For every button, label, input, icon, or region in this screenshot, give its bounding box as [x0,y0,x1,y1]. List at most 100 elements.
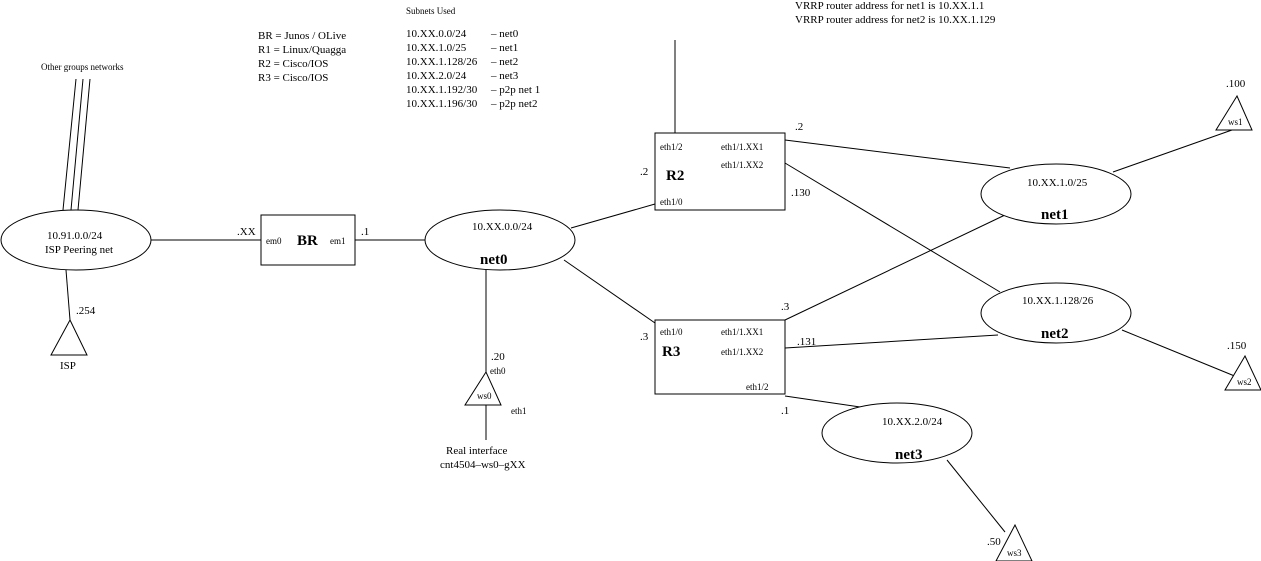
subnet-name: – p2p net 1 [490,84,540,96]
br-name: BR [297,233,318,249]
subnets-title: Subnets Used [406,6,456,16]
net1-ellipse [980,163,1132,225]
subnet-prefix: 10.XX.2.0/24 [406,70,467,82]
isp-triangle [50,318,88,356]
isp-addr: .254 [76,305,96,317]
isp-net-ellipse [0,209,152,271]
router-br: em0 BR em1 .XX .1 [237,214,369,266]
r3-if-sub1: eth1/1.XX1 [721,327,763,337]
r3-addr-net0: .3 [640,331,649,343]
r3-addr-net1: .3 [781,301,790,313]
r3-addr-net2: .131 [797,336,816,348]
router-r3: eth1/0 eth1/1.XX1 eth1/1.XX2 R3 eth1/2 .… [640,301,816,417]
router-r2: eth1/2 eth1/1.XX1 eth1/1.XX2 R2 eth1/0 .… [640,121,811,211]
isp-net-name: ISP Peering net [45,244,113,256]
subnet-prefix: 10.XX.1.0/25 [406,42,467,54]
r2-addr-net1: .2 [795,121,803,133]
ws2-node: ws2 .150 [1224,340,1261,391]
link-r3-net3 [784,395,868,409]
r3-if-top: eth1/0 [660,327,683,337]
net2-ellipse [980,282,1132,344]
subnets-table: Subnets Used 10.XX.0.0/24 – net0 10.XX.1… [406,6,540,110]
subnet-name: – net0 [490,28,519,40]
link-other-3 [77,78,91,211]
net0-name: net0 [480,252,508,268]
ws1-name: ws1 [1228,117,1243,127]
ws0-node: ws0 .20 eth0 eth1 Real interface cnt4504… [440,351,527,471]
link-net2-ws2 [1121,329,1238,378]
isp-node: .254 ISP [50,305,96,372]
link-r2-net1 [784,139,1011,169]
ws0-real-if-name: cnt4504–ws0–gXX [440,459,526,471]
other-networks-label: Other groups networks [41,62,124,72]
br-addr-right: .1 [361,226,369,238]
net2: 10.XX.1.128/26 net2 [980,282,1132,344]
r2-if-sub1: eth1/1.XX1 [721,142,763,152]
ws0-real-if-label: Real interface [446,445,507,457]
link-other-1 [62,78,77,211]
link-net0-r3 [563,259,656,324]
ws2-addr: .150 [1227,340,1247,352]
ws3-addr: .50 [987,536,1001,548]
subnet-name: – p2p net2 [490,98,537,110]
net0-subnet: 10.XX.0.0/24 [472,221,533,233]
link-net3-ws3 [946,459,1006,533]
subnet-prefix: 10.XX.0.0/24 [406,28,467,40]
subnet-prefix: 10.XX.1.128/26 [406,56,478,68]
ws3-node: ws3 .50 [987,523,1033,561]
ws0-triangle [464,370,502,406]
ws3-name: ws3 [1007,548,1022,558]
br-box [260,214,356,266]
net1-name: net1 [1041,207,1069,223]
subnet-name: – net3 [490,70,519,82]
br-if-right: em1 [330,236,346,246]
ws0-name: ws0 [477,391,492,401]
ws3-triangle [995,523,1033,561]
vrrp-notes: VRRP router address for net1 is 10.XX.1.… [795,0,996,26]
subnet-name: – net2 [490,56,518,68]
legend-line: BR = Junos / OLive [258,30,346,42]
br-if-left: em0 [266,236,282,246]
link-net0-r2 [570,203,656,229]
vrrp-note: VRRP router address for net1 is 10.XX.1.… [795,0,984,12]
r3-if-sub2: eth1/1.XX2 [721,347,763,357]
link-r2-net2 [784,162,1001,293]
ws2-triangle [1224,354,1261,391]
net0: 10.XX.0.0/24 net0 [424,209,576,271]
r2-box [654,132,786,211]
ws1-triangle [1215,94,1253,131]
ws1-addr: .100 [1226,78,1246,90]
vrrp-note: VRRP router address for net2 is 10.XX.1.… [795,14,996,26]
isp-peering-net: 10.91.0.0/24 ISP Peering net [0,209,152,271]
legend-line: R3 = Cisco/IOS [258,72,328,84]
net1-subnet: 10.XX.1.0/25 [1027,177,1088,189]
r2-if-bottom: eth1/0 [660,197,683,207]
link-net1-ws1 [1112,129,1233,173]
r2-name: R2 [666,168,684,184]
ws0-addr: .20 [491,351,505,363]
net3-ellipse [821,402,973,464]
isp-label: ISP [60,360,76,372]
net2-name: net2 [1041,326,1069,342]
subnet-prefix: 10.XX.1.196/30 [406,98,478,110]
net3-name: net3 [895,447,923,463]
ws2-name: ws2 [1237,377,1252,387]
r2-if-sub2: eth1/1.XX2 [721,160,763,170]
net3-subnet: 10.XX.2.0/24 [882,416,943,428]
subnet-prefix: 10.XX.1.192/30 [406,84,478,96]
ws0-if0: eth0 [490,366,506,376]
r2-addr-net2: .130 [791,187,811,199]
links [62,40,1238,533]
link-r3-net1 [784,214,1006,321]
legend-line: R2 = Cisco/IOS [258,58,328,70]
r3-box [654,319,786,395]
r2-if-top: eth1/2 [660,142,683,152]
net2-subnet: 10.XX.1.128/26 [1022,295,1094,307]
br-addr-left: .XX [237,226,256,238]
device-legend: BR = Junos / OLive R1 = Linux/Quagga R2 … [258,30,346,84]
net3: 10.XX.2.0/24 net3 [821,402,973,464]
subnet-name: – net1 [490,42,518,54]
link-other-2 [70,78,84,211]
ws1-node: ws1 .100 [1215,78,1253,131]
